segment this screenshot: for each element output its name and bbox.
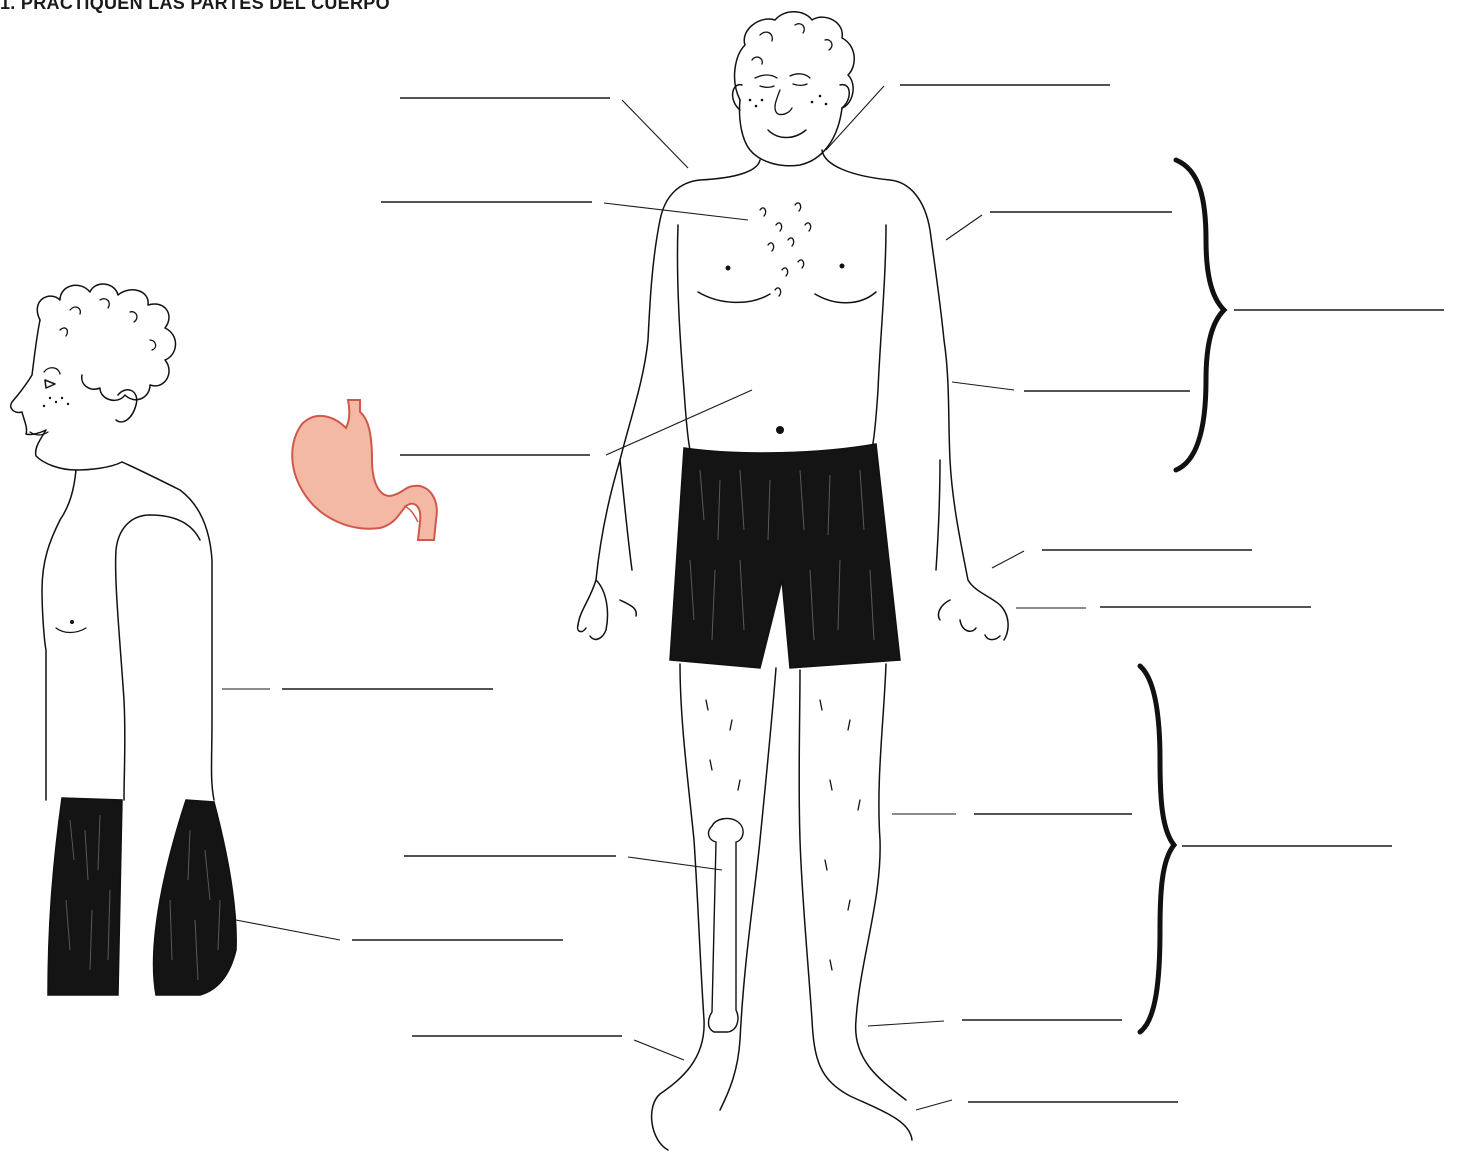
leader-line	[952, 382, 1014, 390]
front-figure-chest-hair	[760, 203, 811, 296]
stomach-icon	[292, 400, 437, 540]
side-figure-chest	[42, 520, 60, 800]
leader-line	[634, 1040, 684, 1060]
front-figure-right-hand	[938, 600, 1000, 640]
leader-line	[826, 86, 884, 150]
side-figure-arm	[116, 515, 150, 800]
side-figure-eye	[45, 380, 55, 388]
leader-line	[868, 1021, 944, 1026]
leader-line	[606, 390, 752, 455]
leader-line	[992, 551, 1024, 568]
leg-brace	[1140, 666, 1174, 1032]
side-figure-freckles	[43, 397, 69, 407]
side-figure-ear	[116, 390, 137, 422]
front-figure-freckles	[749, 95, 828, 108]
front-figure-left-hand	[578, 580, 637, 639]
leader-line	[628, 857, 722, 870]
front-figure-shorts	[670, 444, 900, 668]
leader-line	[622, 100, 688, 168]
leader-line	[236, 920, 340, 940]
side-figure-shorts	[48, 798, 122, 995]
side-figure-face	[11, 320, 122, 470]
front-figure-legs	[652, 664, 912, 1150]
leader-line	[946, 215, 982, 240]
side-figure-neck	[122, 462, 214, 800]
side-view-figure	[11, 284, 236, 995]
leader-line	[916, 1100, 952, 1110]
leader-line	[604, 203, 748, 220]
tibia-bone-icon	[709, 819, 744, 1032]
front-view-figure	[578, 12, 1008, 1150]
arm-brace	[1176, 160, 1224, 470]
